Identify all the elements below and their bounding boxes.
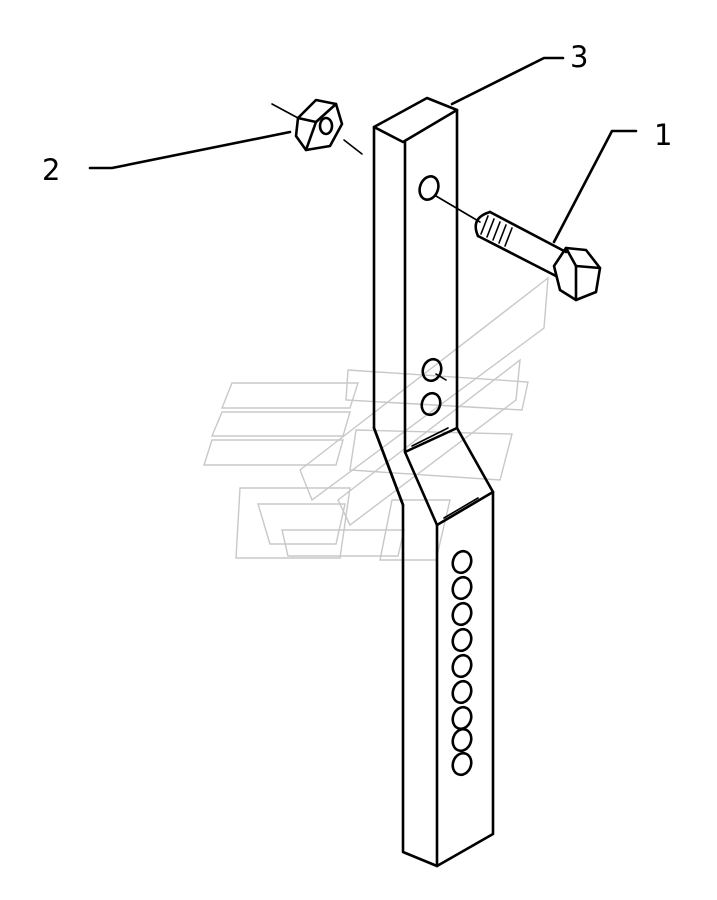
adjustment-holes [451,549,473,777]
bar-mid-hole-1 [421,357,443,383]
hex-nut [271,98,363,155]
bar-mid-hole-2 [420,391,442,417]
callout-1: 1 [654,118,672,152]
offset-bar [372,96,495,868]
callout-3: 3 [570,40,588,74]
callout-2: 2 [42,153,60,187]
watermark-logo [203,276,549,561]
bar-top-hole [418,175,440,201]
callout-leaders [88,56,638,244]
hex-bolt [435,195,602,302]
